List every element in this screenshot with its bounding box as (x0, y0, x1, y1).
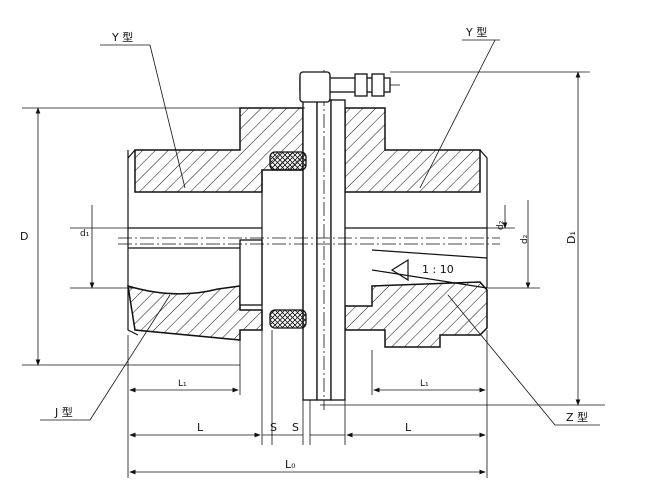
label-L1-left: L₁ (178, 379, 187, 389)
dim-d1: d₁ (70, 205, 135, 289)
label-j-type: J 型 (54, 405, 73, 419)
leader-z-line (447, 294, 556, 426)
leader-j-line (89, 294, 171, 421)
extension-lines (127, 330, 488, 478)
label-L0: L₀ (285, 458, 296, 471)
label-z-type: Z 型 (566, 410, 588, 424)
left-hub (127, 107, 304, 341)
leader-y-right-line (419, 39, 496, 189)
leader-y-left-line (149, 44, 186, 189)
label-D: D (20, 230, 28, 243)
dim-D: D (20, 107, 305, 366)
center-plate (261, 70, 346, 410)
bolt (299, 71, 400, 103)
right-hub (344, 107, 488, 348)
label-dz: d₂ (520, 234, 530, 244)
label-D1: D₁ (565, 231, 578, 244)
label-y-type-right: Y 型 (465, 25, 487, 39)
label-d2: d₂ (496, 220, 506, 230)
taper-symbol (390, 258, 409, 282)
label-L-right: L (405, 421, 412, 434)
label-S-right: S (292, 421, 299, 434)
dim-d2: d₂ d₂ (487, 200, 540, 289)
dim-D1: D₁ (320, 71, 605, 406)
taper-label: 1 : 10 (422, 263, 454, 276)
label-d1: d₁ (80, 229, 90, 239)
label-S-left: S (270, 421, 277, 434)
label-y-type-left: Y 型 (111, 30, 133, 44)
label-L-left: L (197, 421, 204, 434)
label-L1-right: L₁ (420, 379, 429, 389)
